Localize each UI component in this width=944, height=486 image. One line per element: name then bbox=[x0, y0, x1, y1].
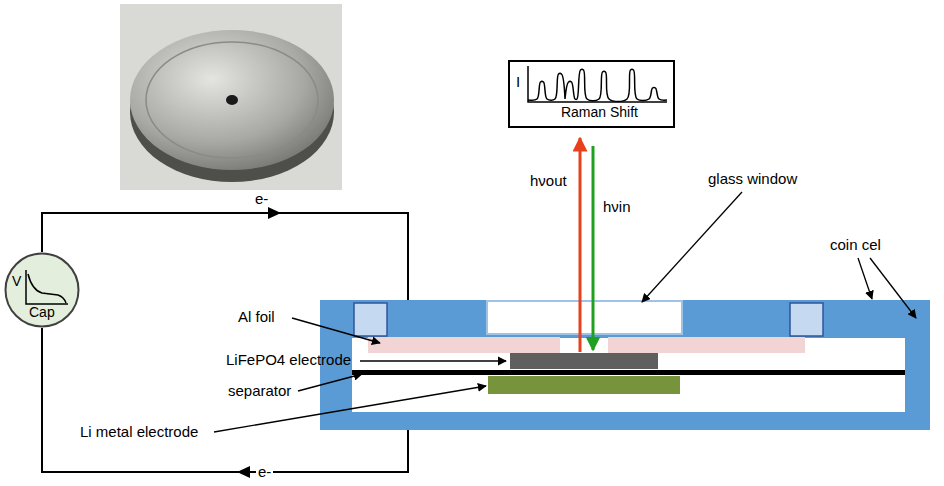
photo-background bbox=[120, 4, 342, 190]
leader-line bbox=[858, 258, 872, 299]
current-arrowhead bbox=[268, 207, 281, 219]
separator bbox=[352, 370, 905, 375]
gasket bbox=[354, 303, 387, 336]
coin-cell-photo bbox=[120, 4, 342, 190]
coin-hole bbox=[226, 95, 238, 105]
photon-label: hνin bbox=[603, 198, 631, 215]
plot-axes bbox=[26, 270, 68, 304]
current-arrowhead bbox=[237, 466, 250, 478]
raman-spectrum-box: I Raman Shift bbox=[508, 60, 675, 128]
part-label: LiFePO4 electrode bbox=[226, 351, 351, 368]
gasket bbox=[790, 303, 823, 336]
coin-cell-casing bbox=[320, 300, 930, 430]
scattered-light-arrow bbox=[579, 138, 582, 352]
glass-window bbox=[487, 301, 682, 334]
photon-label: hνout bbox=[530, 172, 567, 189]
lifepo4-electrode bbox=[510, 353, 658, 369]
al-foil bbox=[368, 337, 560, 353]
leader-line bbox=[360, 360, 506, 361]
wire bbox=[42, 213, 408, 300]
voltage-curve bbox=[28, 274, 66, 303]
part-label: Li metal electrode bbox=[80, 423, 198, 440]
raman-spectrum bbox=[528, 69, 667, 101]
part-label: separator bbox=[228, 382, 291, 399]
plot-axes bbox=[528, 66, 667, 102]
spectrum-frame bbox=[509, 61, 674, 127]
coin-rim bbox=[146, 42, 318, 158]
axis-label: Raman Shift bbox=[561, 105, 638, 120]
al-foil bbox=[608, 337, 805, 353]
leader-line bbox=[298, 374, 362, 391]
cycler-symbol: V Cap bbox=[4, 252, 80, 328]
coin-face bbox=[130, 30, 334, 170]
li-metal-electrode bbox=[488, 376, 680, 394]
leader-line bbox=[870, 258, 916, 318]
leader-line bbox=[292, 318, 380, 343]
axis-label: I bbox=[516, 74, 520, 91]
cycler-circle bbox=[6, 254, 79, 327]
part-label: glass window bbox=[708, 170, 797, 187]
electron-label: e- bbox=[255, 190, 268, 207]
axis-label: Cap bbox=[29, 305, 55, 320]
electron-label: e- bbox=[256, 463, 273, 480]
part-label: coin cel bbox=[830, 236, 881, 253]
incident-light-arrow bbox=[592, 146, 595, 350]
axis-label: V bbox=[12, 274, 21, 289]
part-label: Al foil bbox=[238, 308, 275, 325]
cell-cavity bbox=[352, 338, 905, 412]
leader-line bbox=[642, 192, 742, 302]
